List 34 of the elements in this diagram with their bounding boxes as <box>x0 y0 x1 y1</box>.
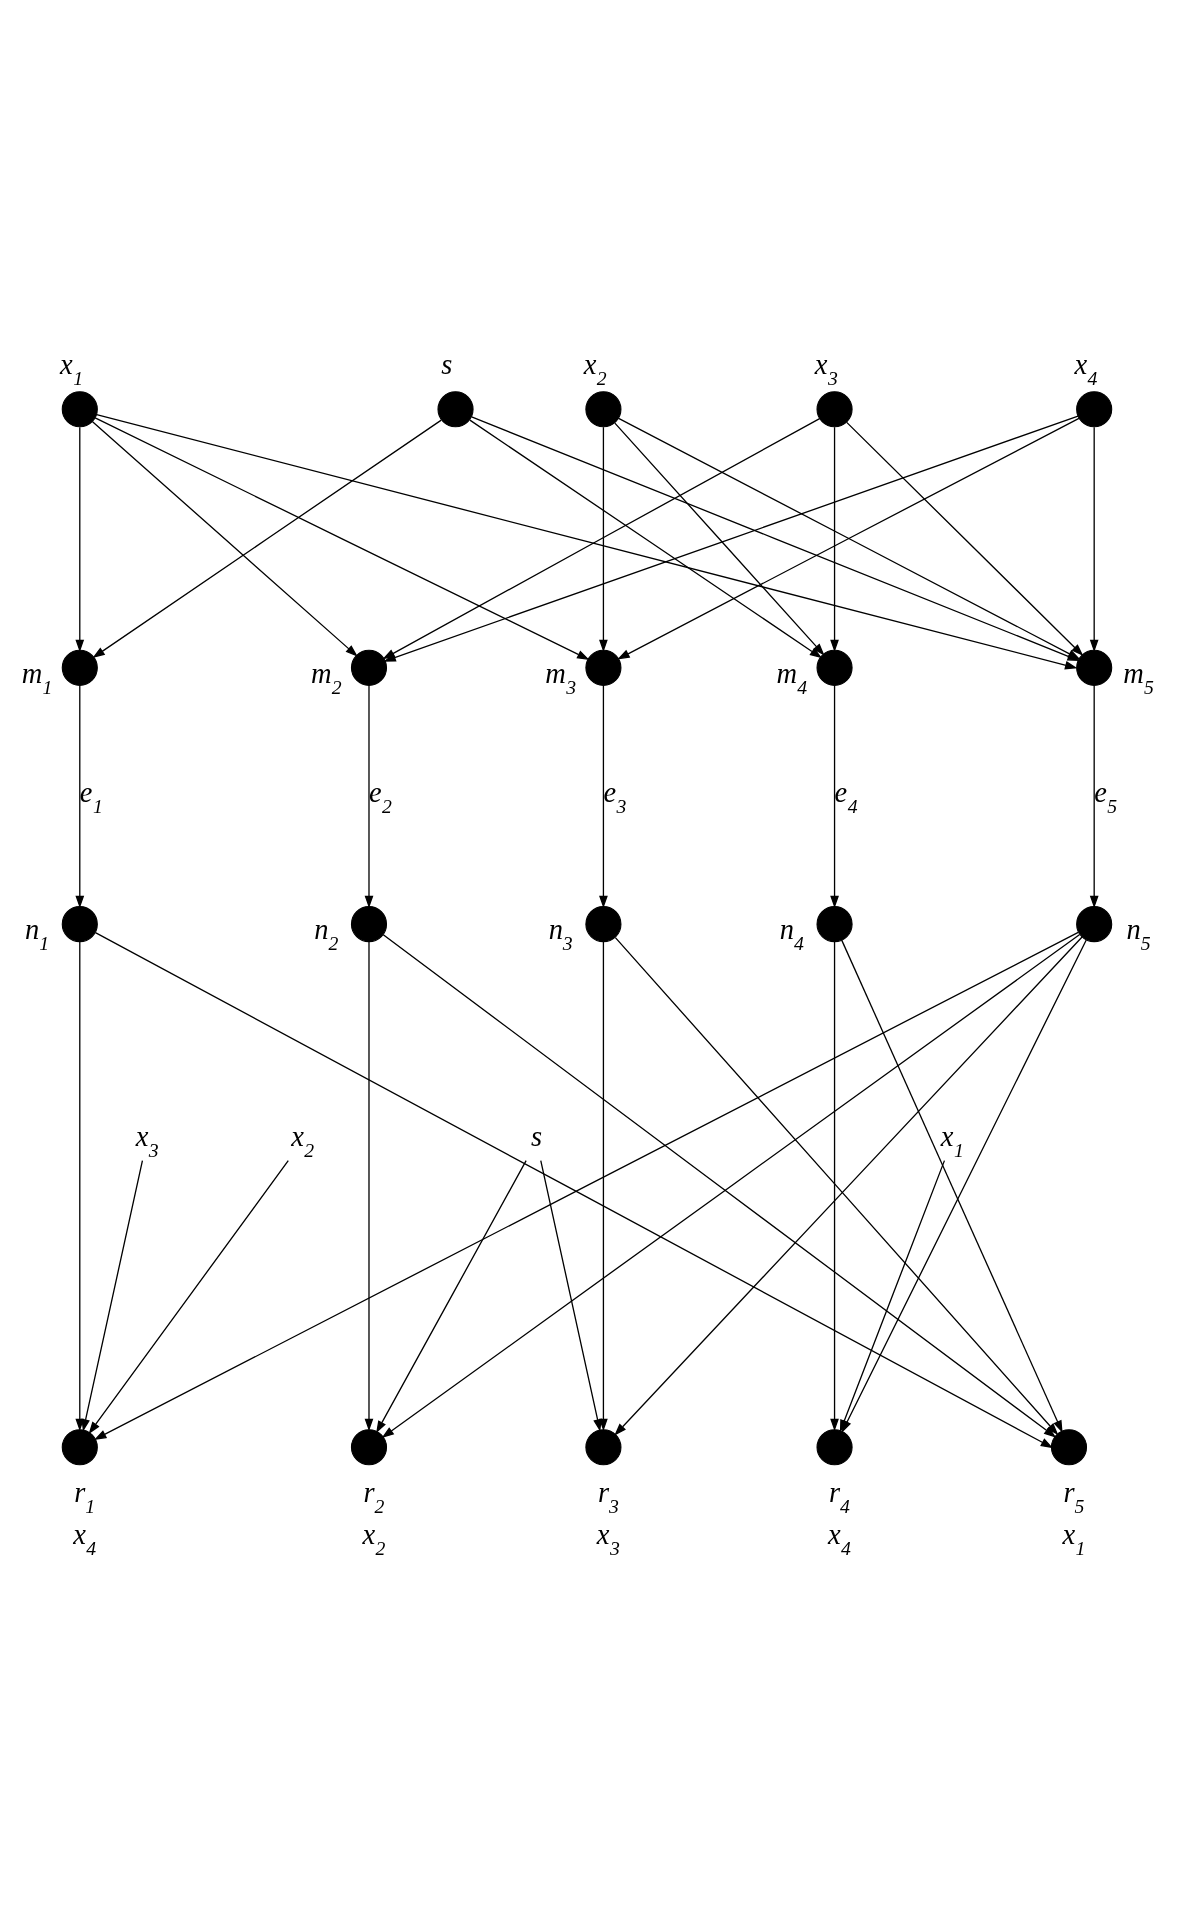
node-label: x$_{4}$ <box>827 1518 851 1559</box>
edge-label: e$_{2}$ <box>368 776 392 817</box>
node-label: r$_{5}$ <box>1063 1476 1085 1517</box>
edge-label: e$_{5}$ <box>1094 776 1118 817</box>
node-label: m$_{3}$ <box>545 657 577 698</box>
node-label: r$_{2}$ <box>363 1476 385 1517</box>
node-label: m$_{2}$ <box>310 657 342 698</box>
node-label: x$_{2}$ <box>362 1518 386 1559</box>
node-text: x$_{1}$ <box>940 1120 964 1161</box>
node-text: s <box>531 1120 543 1152</box>
node-label: x$_{3}$ <box>814 348 838 389</box>
node-text: x$_{2}$ <box>291 1120 315 1161</box>
node-label: x$_{1}$ <box>1062 1518 1086 1559</box>
node-label: m$_{1}$ <box>21 657 53 698</box>
node-label: m$_{5}$ <box>1123 657 1154 698</box>
edge-label: e$_{4}$ <box>834 776 858 817</box>
node-label: x$_{4}$ <box>1074 348 1098 389</box>
node-label: x$_{4}$ <box>73 1518 97 1559</box>
node-label: n$_{1}$ <box>25 913 50 954</box>
node-label: r$_{3}$ <box>597 1476 619 1517</box>
node-label: r$_{1}$ <box>74 1476 96 1517</box>
node-label: n$_{3}$ <box>548 913 573 954</box>
node-label: m$_{4}$ <box>776 657 808 698</box>
node-label: x$_{1}$ <box>60 348 84 389</box>
node-label: s <box>441 348 453 380</box>
node-label: r$_{4}$ <box>829 1476 850 1517</box>
edge-label: e$_{3}$ <box>603 776 627 817</box>
node-label: n$_{4}$ <box>779 913 804 954</box>
node-label: x$_{3}$ <box>596 1518 620 1559</box>
node-text: x$_{3}$ <box>135 1120 159 1161</box>
node-label: n$_{5}$ <box>1126 913 1151 954</box>
node-label: x$_{2}$ <box>583 348 607 389</box>
node-label: n$_{2}$ <box>314 913 339 954</box>
edge-label: e$_{1}$ <box>79 776 103 817</box>
